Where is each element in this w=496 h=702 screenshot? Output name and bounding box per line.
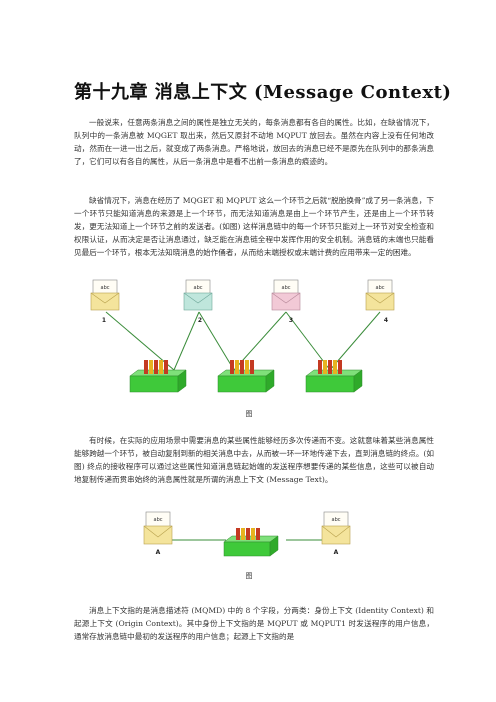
chain-number-1: 1 [102,317,106,324]
envelope-4-icon: abc [365,279,395,311]
envelope-4-label: abc [376,285,385,291]
figure-1-caption: 图 [246,410,253,418]
paragraph-2: 缺省情况下，消息在经历了 MQGET 和 MQPUT 这么一个环节之后就“脱胎换… [74,196,434,257]
chain-number-2: 2 [198,317,202,324]
paragraph-3: 有时候，在实际的应用场景中需要消息的某些属性能够经历多次传递而不变。这就意味着某… [74,436,434,484]
message-chain-figure: abc 1 abc 2 abc 3 abc 4 [90,279,395,418]
envelope-3-icon: abc [271,279,301,311]
envelope-2-label: abc [194,285,203,291]
envelope-a-left-label: abc [154,517,163,523]
queue-1-icon [129,360,187,393]
paragraph-1: 一般说来，任意两条消息之间的属性是独立无关的，每条消息都有各自的属性。比如，在缺… [74,118,434,166]
envelope-a-right-icon: abc [321,511,351,545]
queue-3-icon [305,360,363,393]
envelope-a-left-icon: abc [143,511,173,545]
queue-icon [223,528,279,557]
figure-2-caption: 图 [246,572,253,580]
paragraph-4: 消息上下文指的是消息描述符 (MQMD) 中的 8 个字段，分两类：身份上下文 … [74,606,434,641]
context-letter-left: A [156,549,161,556]
message-context-figure: abc A abc A 图 [143,511,351,580]
chain-number-3: 3 [289,317,293,324]
envelope-1-icon: abc [90,279,120,311]
context-letter-right: A [334,549,339,556]
chain-number-4: 4 [384,317,388,324]
envelope-2-icon: abc [183,279,213,311]
queue-2-icon [217,360,275,393]
envelope-3-label: abc [282,285,291,291]
chapter-title: 第十九章 消息上下文 (Message Context) [74,82,452,103]
envelope-1-label: abc [101,285,110,291]
envelope-a-right-label: abc [332,517,341,523]
